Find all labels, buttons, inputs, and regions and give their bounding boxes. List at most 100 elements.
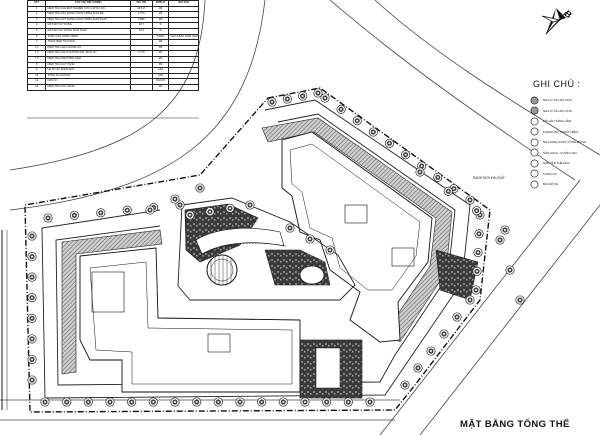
north-arrow-icon: B xyxy=(541,8,574,35)
tree-icon xyxy=(27,375,37,385)
legend-label: NHÀ Ở XÃ HỘI CT01 xyxy=(543,98,572,103)
table-cell: DIỆN TÍCH CÂY XANH xyxy=(45,61,131,69)
tree-icon xyxy=(83,397,93,407)
legend-symbol-icon xyxy=(530,96,539,105)
table-cell xyxy=(168,72,199,80)
table-cell: 4 xyxy=(26,22,47,29)
tree-icon xyxy=(185,210,195,220)
tree-icon xyxy=(336,104,346,114)
legend-label: SÂN CHƠI - VƯỜN HOA xyxy=(543,150,578,155)
table-cell xyxy=(129,83,153,91)
table-cell xyxy=(168,16,199,24)
table-cell xyxy=(168,22,199,29)
legend-label: NHÀ Ở XÃ HỘI CT02 xyxy=(543,108,572,113)
tree-icon xyxy=(267,97,277,107)
table-cell: DIỆN TÍCH XÂY DỰNG CÔNG TRÌNH KHỐI THÁP xyxy=(45,16,131,24)
tree-icon xyxy=(245,200,255,210)
table-cell: 12 xyxy=(26,83,47,91)
tree-icon xyxy=(352,116,362,126)
legend-symbol-icon xyxy=(530,169,539,178)
boundary-callout: RANH GIỚI KHU ĐẤT xyxy=(473,176,505,180)
legend-item: NHÀ Ở XÃ HỘI CT01 xyxy=(530,95,598,106)
statistics-table: STT CÁC CHỈ TIÊU CHÍNH GIÁ TRỊ ĐƠN VỊ GH… xyxy=(26,0,199,118)
table-header-row: STT CÁC CHỈ TIÊU CHÍNH GIÁ TRỊ ĐƠN VỊ GH… xyxy=(26,0,199,7)
legend-item: THANG BỘ THOÁT HIỂM xyxy=(530,127,598,138)
legend-label: NHÀ SINH HOẠT CỘNG ĐỒNG xyxy=(543,140,587,145)
tree-icon xyxy=(465,195,475,205)
tree-icon xyxy=(298,91,308,101)
tree-icon xyxy=(27,231,37,241)
tree-icon xyxy=(305,234,315,244)
tree-icon xyxy=(320,93,330,103)
tree-icon xyxy=(235,397,245,407)
tree-icon xyxy=(96,208,106,218)
tree-icon xyxy=(472,206,482,216)
table-cell: 9 xyxy=(26,67,47,74)
table-cell: M2 xyxy=(151,11,170,18)
tree-icon xyxy=(225,203,235,213)
table-cell: % xyxy=(151,22,170,29)
tree-icon xyxy=(439,329,449,339)
central-plaza xyxy=(177,197,356,301)
tree-icon xyxy=(368,127,378,137)
tree-icon xyxy=(500,225,510,235)
table-cell xyxy=(168,11,199,18)
legend-item: SÂN TẬP THỂ DỤC xyxy=(530,158,598,169)
tree-icon xyxy=(192,397,202,407)
tree-icon xyxy=(443,186,453,196)
table-cell: M2 xyxy=(151,16,170,24)
table-cell xyxy=(168,78,199,85)
legend-label: SÂN TẬP THỂ DỤC xyxy=(543,161,570,166)
tree-icon xyxy=(471,285,481,295)
table-cell: 2 xyxy=(26,11,47,18)
tree-icon xyxy=(257,397,267,407)
tree-icon xyxy=(27,313,37,323)
table-header: STT xyxy=(26,0,47,7)
tree-icon xyxy=(27,293,37,303)
table-cell: DIỆN TÍCH CÂY XANH xyxy=(45,83,131,91)
tree-icon xyxy=(27,251,37,262)
legend-title: GHI CHÚ : xyxy=(533,79,581,89)
tree-icon xyxy=(474,229,484,239)
table-header: ĐƠN VỊ xyxy=(151,0,170,7)
legend-item: THẢM CỎ xyxy=(530,169,598,180)
tree-icon xyxy=(69,210,80,221)
tree-icon xyxy=(122,205,132,215)
table-cell: TỔNG SỐ CĂN HỘ xyxy=(45,72,131,80)
legend-symbol-icon xyxy=(530,106,539,115)
tree-icon xyxy=(505,265,515,275)
table-cell: 8 xyxy=(26,61,47,69)
tree-icon xyxy=(205,207,215,217)
table-cell: NGƯỜI xyxy=(151,78,170,85)
legend-symbol-icon xyxy=(530,138,539,147)
legend-symbol-icon xyxy=(530,159,539,168)
tree-icon xyxy=(285,223,295,233)
tree-icon xyxy=(213,397,223,407)
legend-label: LỐI LÊN TẦNG HẦM xyxy=(543,119,572,124)
site-boundary xyxy=(24,87,491,413)
tree-icon xyxy=(282,94,292,104)
table-cell: M2 xyxy=(151,61,170,69)
table-header: GHI CHÚ xyxy=(168,0,199,7)
tree-icon xyxy=(278,397,288,407)
tree-icon xyxy=(127,397,137,407)
parking-zones xyxy=(299,249,479,399)
building-ct01 xyxy=(281,131,433,343)
legend-symbol-icon xyxy=(530,117,539,126)
tree-icon xyxy=(145,205,155,215)
tree-icon xyxy=(61,397,72,407)
legend-symbol-icon xyxy=(530,180,539,189)
legend-item: BÃI ĐỖ XE xyxy=(530,179,598,190)
tree-icon xyxy=(452,312,462,322)
building-ct02 xyxy=(79,247,301,393)
tree-icon xyxy=(322,397,332,407)
tree-icon xyxy=(325,245,335,255)
tree-icon xyxy=(105,397,115,407)
